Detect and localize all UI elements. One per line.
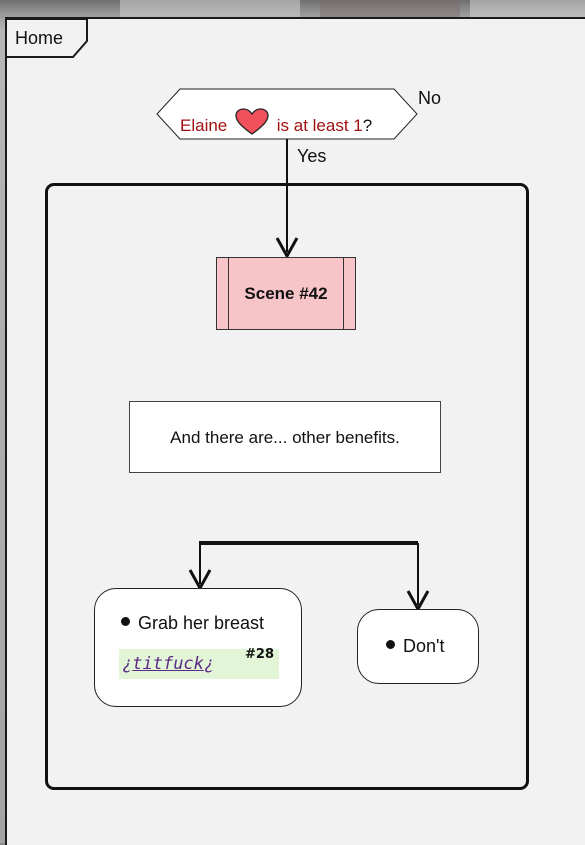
tag-close: ¿ — [203, 654, 215, 674]
text-node-label: And there are... other benefits. — [170, 428, 400, 447]
background-blur — [120, 0, 300, 18]
choice-option: Grab her breast — [121, 613, 264, 634]
tag-link[interactable]: titfuck — [132, 654, 204, 674]
choice-label: Grab her breast — [138, 613, 265, 633]
bullet-icon — [121, 617, 130, 626]
choice-option: Don't — [386, 636, 444, 657]
yes-arrowhead — [275, 237, 299, 260]
heart-icon — [235, 108, 269, 135]
home-tab[interactable]: Home — [7, 19, 88, 58]
background-blur — [320, 0, 460, 18]
home-tab-label[interactable]: Home — [15, 28, 64, 48]
no-branch-label: No — [418, 88, 442, 108]
choice-label: Don't — [403, 636, 445, 656]
decision-node — [156, 88, 418, 140]
group-container — [45, 183, 529, 790]
decision-question-mark: ? — [362, 116, 373, 135]
choice-dont[interactable]: Don't — [357, 609, 479, 684]
text-node[interactable]: And there are... other benefits. — [129, 401, 441, 473]
scene-node[interactable]: Scene #42 — [216, 257, 356, 330]
decision-label: Elaine is at least 1? — [180, 108, 395, 136]
scene-label: Scene #42 — [244, 284, 328, 303]
scene-border-left — [228, 258, 229, 329]
decision-condition: is at least 1 — [276, 116, 363, 135]
scene-border-right — [343, 258, 344, 329]
tag-reference: #28 — [245, 647, 274, 662]
bullet-icon — [386, 640, 395, 649]
background-blur — [470, 0, 585, 18]
yes-branch-label: Yes — [297, 146, 327, 166]
choice-grab-her-breast[interactable]: Grab her breast ¿titfuck¿ #28 — [94, 588, 302, 707]
tag-badge: ¿titfuck¿ #28 — [119, 647, 279, 679]
tag-text: ¿titfuck¿ — [122, 654, 214, 674]
decision-name: Elaine — [180, 116, 228, 135]
tag-open: ¿ — [122, 654, 133, 674]
